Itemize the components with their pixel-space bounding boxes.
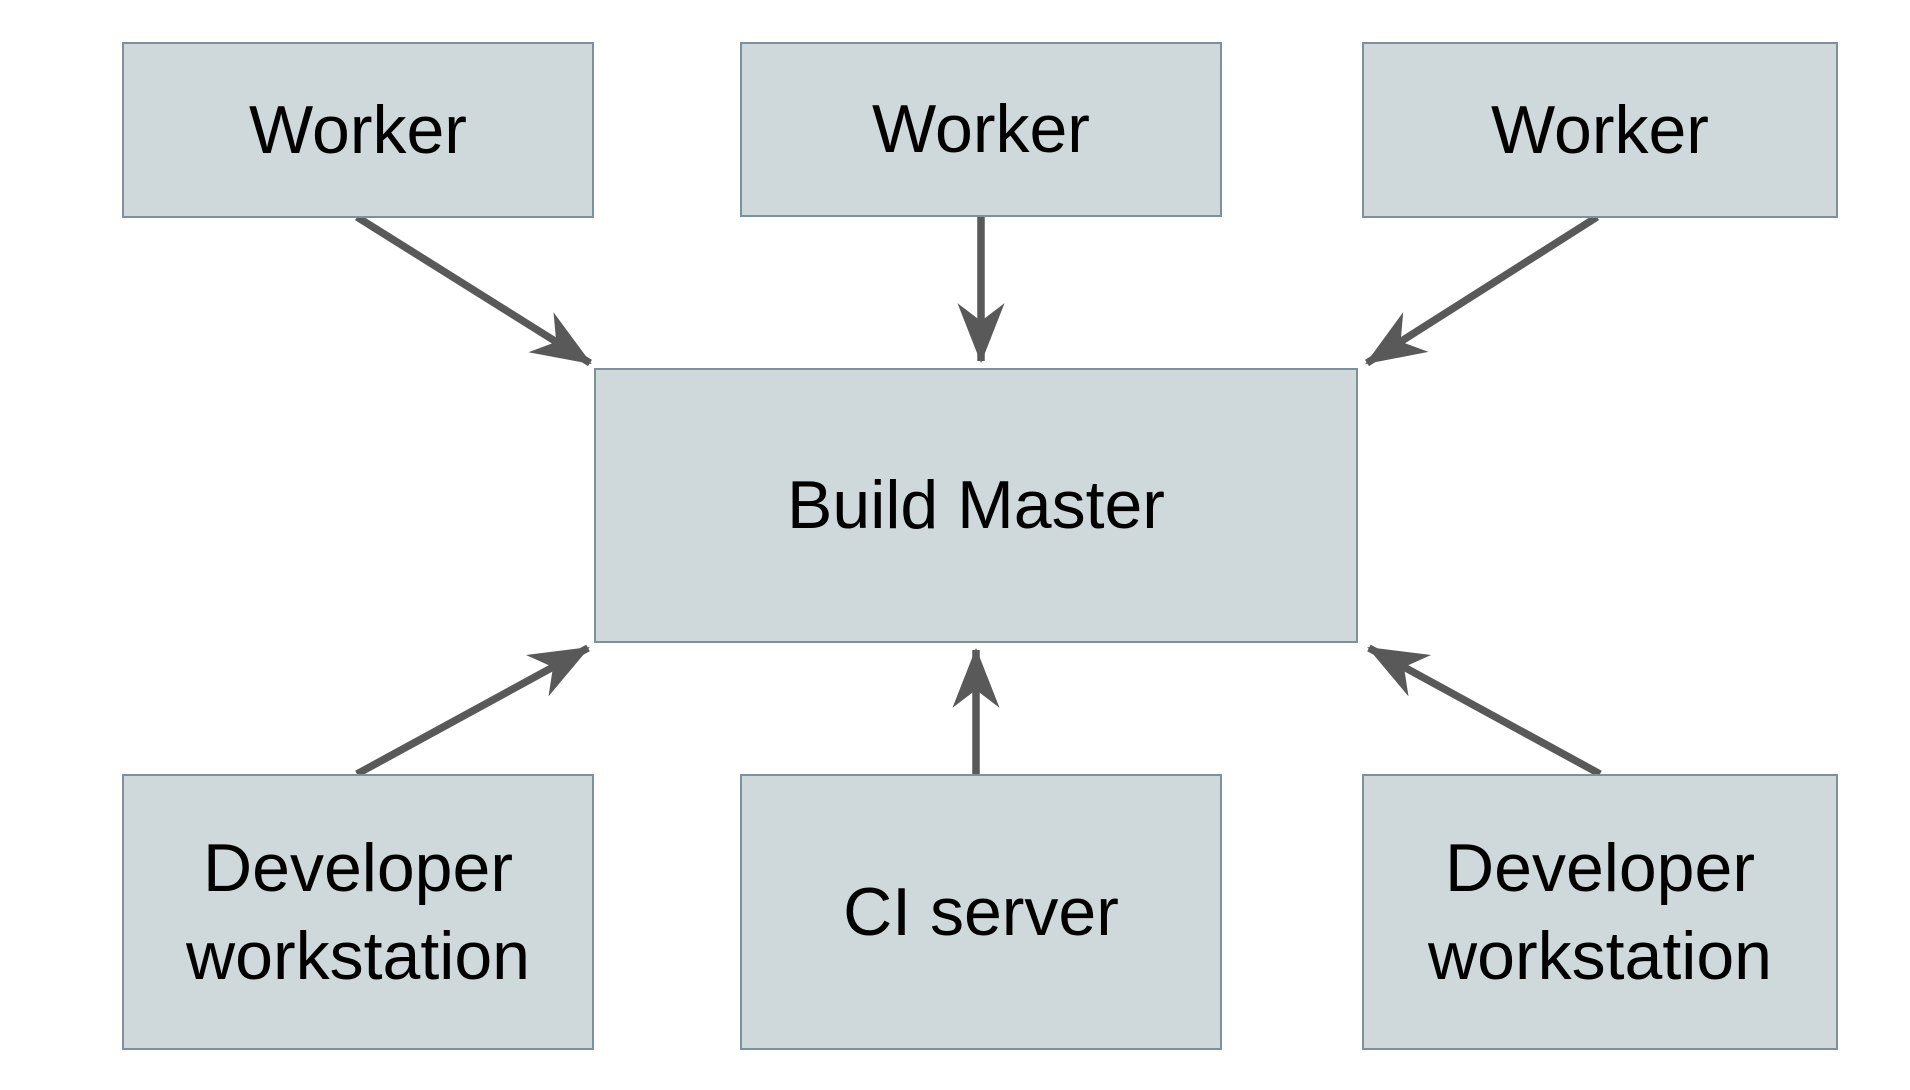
node-build-master-label: Build Master (787, 467, 1165, 544)
node-developer-workstation-left-label: Developer workstation (186, 829, 530, 994)
node-worker-right: Worker (1362, 42, 1838, 218)
node-worker-middle: Worker (740, 42, 1222, 217)
arrow-worker-right-to-build-master (1364, 213, 1600, 367)
node-developer-workstation-right-label: Developer workstation (1428, 829, 1772, 994)
arrow-worker-left-to-build-master (355, 213, 592, 367)
node-worker-left: Worker (122, 42, 594, 218)
node-developer-workstation-right: Developer workstation (1362, 774, 1838, 1050)
node-worker-right-label: Worker (1491, 91, 1709, 168)
node-worker-left-label: Worker (249, 91, 467, 168)
arrow-dev-workstation-left-to-build-master (355, 644, 590, 778)
node-developer-workstation-left: Developer workstation (122, 774, 594, 1050)
arrow-dev-workstation-right-to-build-master (1367, 644, 1602, 778)
node-ci-server-label: CI server (843, 873, 1119, 950)
node-ci-server: CI server (740, 774, 1222, 1050)
node-worker-middle-label: Worker (872, 91, 1090, 168)
node-build-master: Build Master (594, 368, 1358, 643)
